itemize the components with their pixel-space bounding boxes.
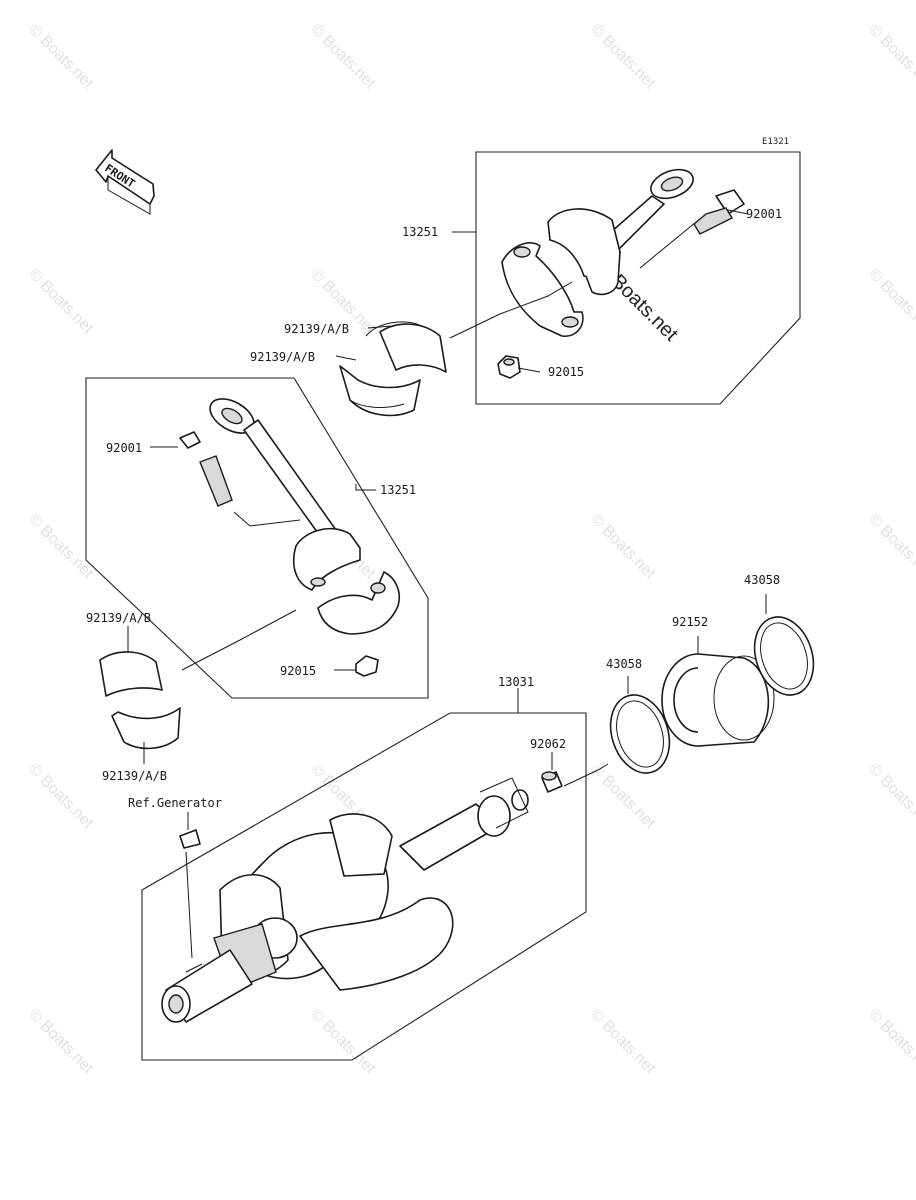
watermark: © Boats.net: [25, 21, 97, 93]
watermark: © Boats.net: [25, 761, 97, 833]
o-ring-outer: [753, 616, 815, 696]
crankshaft-group-frame: [141, 712, 587, 1061]
upper-rod-group-frame: [475, 151, 801, 405]
label-92139-3: 92139/A/B: [86, 611, 151, 625]
label-92001-upper: 92001: [746, 207, 782, 221]
rod-nut-lower: [355, 655, 379, 677]
label-92152: 92152: [672, 615, 708, 629]
rod-cap-upper: [501, 242, 584, 337]
rod-cap-lower: [317, 571, 400, 635]
crank-pin-plug: [541, 771, 563, 793]
watermark-layer: © Boats.net © Boats.net © Boats.net © Bo…: [25, 21, 916, 1078]
label-13251-upper: 13251: [402, 225, 438, 239]
bearing-shell-lower-1: [339, 365, 421, 417]
label-43058-outer: 43058: [744, 573, 780, 587]
connecting-rod-lower: [209, 398, 361, 591]
diagram-code: E1321: [762, 137, 789, 147]
rod-bolt-lower: [179, 431, 233, 507]
watermark: © Boats.net: [307, 1006, 379, 1078]
label-92139-2: 92139/A/B: [250, 350, 315, 364]
bearing-shell-upper-1: [365, 321, 447, 373]
rod-nut-upper: [497, 355, 521, 379]
oil-seal: [661, 653, 775, 747]
watermark: © Boats.net: [865, 761, 916, 833]
label-92139-1: 92139/A/B: [284, 322, 349, 336]
front-arrow-icon: FRONT: [95, 149, 155, 215]
connecting-rod-upper: [547, 168, 694, 296]
watermark: © Boats.net: [587, 21, 659, 93]
watermark: © Boats.net: [865, 266, 916, 338]
crankshaft: [161, 777, 529, 1023]
watermark: © Boats.net: [587, 1006, 659, 1078]
watermark: © Boats.net: [25, 1006, 97, 1078]
leader-lines: [127, 209, 767, 959]
label-ref-generator: Ref.Generator: [128, 796, 222, 810]
watermark: © Boats.net: [865, 511, 916, 583]
label-13031: 13031: [498, 675, 534, 689]
watermark: © Boats.net: [25, 266, 97, 338]
part-labels: 13251 92001 92015 92139/A/B 92139/A/B 92…: [86, 207, 782, 810]
lower-rod-group-frame: [85, 377, 429, 699]
label-13251-lower: 13251: [380, 483, 416, 497]
o-ring-inner: [609, 694, 671, 774]
watermark: © Boats.net: [865, 1006, 916, 1078]
watermark: © Boats.net: [307, 21, 379, 93]
bearing-shell-upper-2: [99, 651, 163, 697]
label-92015-upper: 92015: [548, 365, 584, 379]
watermark: © Boats.net: [587, 511, 659, 583]
label-92015-lower: 92015: [280, 664, 316, 678]
label-92001-lower: 92001: [106, 441, 142, 455]
woodruff-key: [179, 829, 201, 849]
label-92139-4: 92139/A/B: [102, 769, 167, 783]
label-92062: 92062: [530, 737, 566, 751]
bearing-shell-lower-2: [111, 707, 181, 750]
label-43058-inner: 43058: [606, 657, 642, 671]
watermark: © Boats.net: [865, 21, 916, 93]
